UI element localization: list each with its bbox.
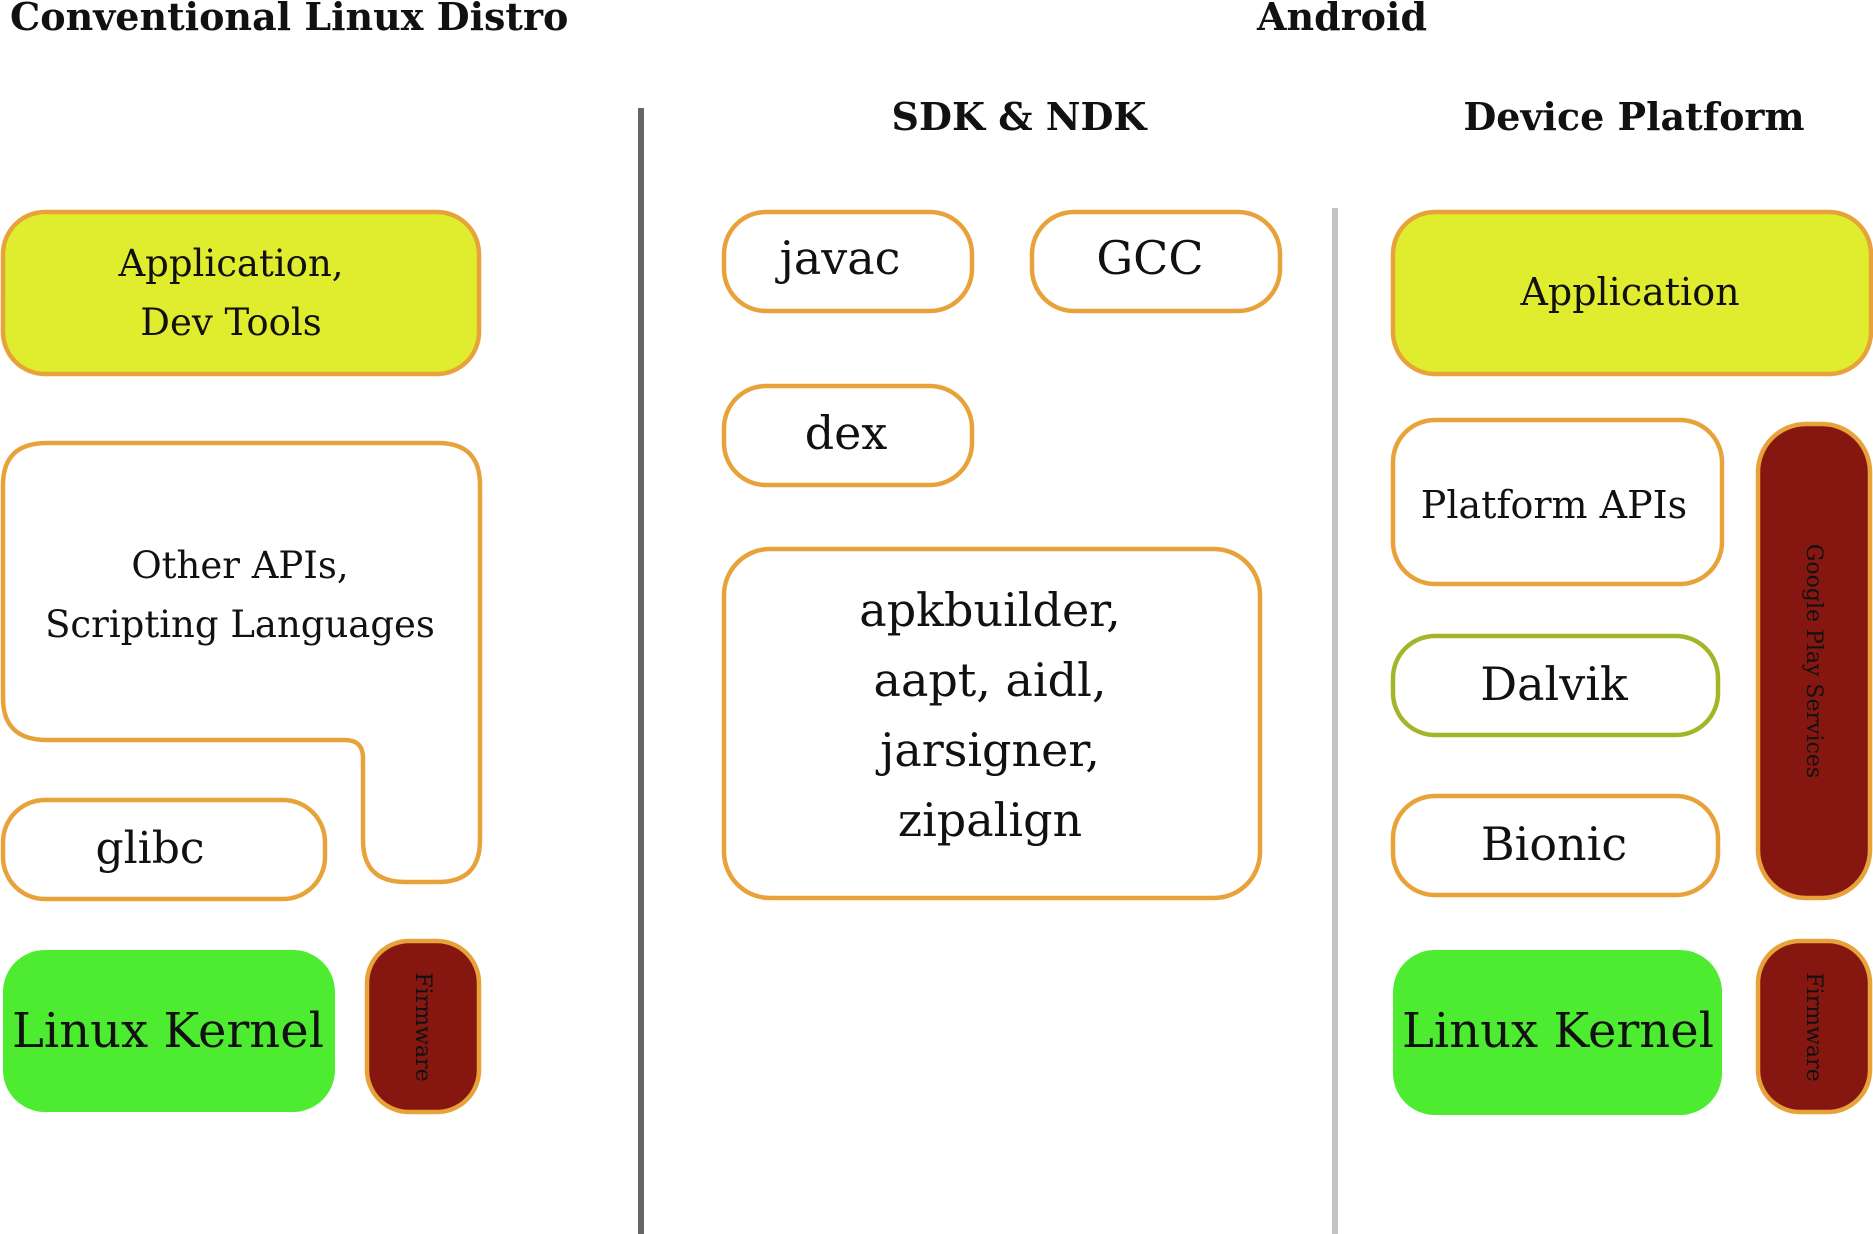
header-android: Android bbox=[1256, 0, 1427, 39]
sdk-tools-label-line2: aapt, aidl, bbox=[874, 653, 1107, 707]
gcc-label: GCC bbox=[1096, 231, 1203, 285]
device-application-box: Application bbox=[1390, 209, 1873, 377]
bionic-box: Bionic bbox=[1390, 793, 1721, 898]
dex-label: dex bbox=[805, 406, 888, 460]
sdk-tools-label-line3: jarsigner, bbox=[875, 723, 1100, 777]
other-apis-box: Other APIs, Scripting Languages bbox=[0, 440, 483, 885]
glibc-label: glibc bbox=[95, 823, 204, 874]
dalvik-label: Dalvik bbox=[1480, 657, 1629, 711]
bionic-label: Bionic bbox=[1481, 817, 1627, 871]
device-linux-kernel-box: Linux Kernel bbox=[1393, 950, 1722, 1115]
gcc-box: GCC bbox=[1029, 209, 1283, 314]
device-firmware-label: Firmware bbox=[1801, 972, 1826, 1081]
device-application-label: Application bbox=[1519, 270, 1739, 314]
platform-apis-label: Platform APIs bbox=[1421, 483, 1687, 527]
sdk-tools-label-line4: zipalign bbox=[898, 793, 1082, 847]
linux-application-box: Application, Dev Tools bbox=[0, 209, 482, 377]
linux-kernel-box: Linux Kernel bbox=[3, 950, 335, 1112]
javac-box: javac bbox=[721, 209, 975, 314]
play-services-box: Google Play Services bbox=[1755, 421, 1873, 901]
linux-firmware-label: Firmware bbox=[410, 972, 435, 1081]
linux-application-label-line1: Application, bbox=[117, 242, 343, 285]
linux-application-label-line2: Dev Tools bbox=[140, 301, 321, 344]
sdk-tools-box: apkbuilder, aapt, aidl, jarsigner, zipal… bbox=[721, 546, 1263, 901]
dalvik-box: Dalvik bbox=[1390, 633, 1721, 738]
device-firmware-box: Firmware bbox=[1755, 938, 1873, 1115]
other-apis-label-line1: Other APIs, bbox=[131, 544, 348, 587]
linux-kernel-label: Linux Kernel bbox=[12, 1003, 324, 1059]
play-services-label: Google Play Services bbox=[1801, 544, 1826, 778]
platform-apis-box: Platform APIs bbox=[1390, 417, 1725, 587]
sdk-tools-label-line1: apkbuilder, bbox=[859, 583, 1120, 637]
header-sdk-ndk: SDK & NDK bbox=[892, 94, 1149, 139]
glibc-box: glibc bbox=[0, 797, 328, 902]
other-apis-label-line2: Scripting Languages bbox=[45, 603, 435, 646]
linux-firmware-box: Firmware bbox=[364, 938, 482, 1115]
header-linux-distro: Conventional Linux Distro bbox=[10, 0, 568, 39]
device-linux-kernel-label: Linux Kernel bbox=[1402, 1003, 1714, 1059]
header-device-platform: Device Platform bbox=[1463, 94, 1804, 139]
javac-label: javac bbox=[775, 231, 901, 285]
dex-box: dex bbox=[721, 383, 975, 488]
